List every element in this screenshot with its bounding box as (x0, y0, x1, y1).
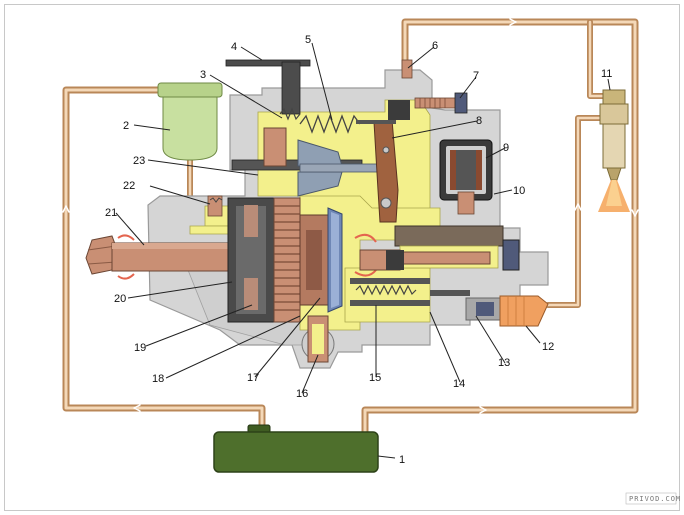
fuel-tank (213, 424, 379, 473)
distributor-plunger (350, 225, 549, 327)
label-6: 6 (432, 40, 438, 52)
label-17: 17 (247, 372, 259, 384)
shutoff-solenoid (439, 139, 493, 215)
flow-arrow-icon (62, 205, 70, 213)
label-16: 16 (296, 388, 308, 400)
part-numbers: 1 2 3 4 5 6 7 8 9 10 11 12 13 14 15 16 1… (105, 34, 612, 466)
label-21: 21 (105, 207, 117, 219)
label-13: 13 (498, 357, 510, 369)
label-12: 12 (542, 341, 554, 353)
label-18: 18 (152, 373, 164, 385)
fuel-filter (157, 82, 223, 161)
label-14: 14 (453, 378, 465, 390)
leader-lines (115, 42, 611, 459)
label-19: 19 (134, 342, 146, 354)
label-23: 23 (133, 155, 145, 167)
adjusting-screws (388, 59, 468, 120)
label-22: 22 (123, 180, 135, 192)
label-10: 10 (513, 185, 525, 197)
flow-arrow-icon (631, 209, 639, 217)
label-15: 15 (369, 372, 381, 384)
governor-assembly (225, 59, 399, 223)
label-1: 1 (399, 454, 405, 466)
label-11: 11 (601, 68, 612, 80)
injector (598, 89, 630, 212)
label-2: 2 (123, 120, 129, 132)
vane-feed-pump (227, 197, 275, 323)
pressure-valve (207, 195, 223, 217)
rotation-arrow-icon (117, 233, 377, 280)
high-pressure-line (545, 115, 608, 308)
label-20: 20 (114, 293, 126, 305)
label-5: 5 (305, 34, 311, 46)
timing-device (301, 315, 335, 363)
flow-arrow-icon (509, 18, 517, 26)
cam-disc (327, 207, 343, 313)
roller-ring (273, 197, 329, 323)
label-8: 8 (476, 115, 482, 127)
label-4: 4 (231, 41, 237, 53)
flow-arrow-icon (133, 404, 141, 412)
flow-arrow-icon (479, 406, 487, 414)
flow-arrow-icon (574, 203, 582, 211)
watermark: PRIVOD.COM (629, 495, 681, 503)
label-9: 9 (503, 142, 509, 154)
label-7: 7 (473, 70, 479, 82)
watermark-box (625, 492, 677, 505)
label-3: 3 (200, 69, 206, 81)
